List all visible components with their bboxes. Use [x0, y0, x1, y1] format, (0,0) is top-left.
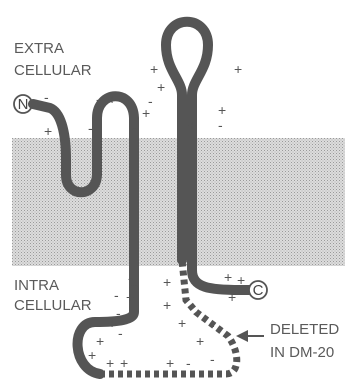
deleted-label-line2: IN DM-20	[270, 344, 334, 361]
plus-charge: +	[150, 61, 158, 77]
plus-charge: +	[163, 274, 171, 290]
minus-charge: -	[118, 325, 123, 341]
plus-charge: +	[106, 355, 114, 371]
plus-charge: +	[108, 91, 116, 107]
plus-charge: +	[224, 269, 232, 285]
plus-charge: +	[228, 289, 236, 305]
c-terminus-label: C	[253, 282, 264, 299]
minus-charge: -	[218, 117, 223, 133]
minus-charge: -	[186, 355, 191, 371]
plus-charge: +	[157, 79, 165, 95]
minus-charge: -	[210, 317, 215, 333]
plus-charge: +	[188, 117, 196, 133]
plus-charge: +	[218, 102, 226, 118]
plus-charge: +	[166, 355, 174, 371]
minus-charge: -	[128, 91, 133, 107]
deleted-label-line1: DELETED	[270, 321, 339, 338]
minus-charge: -	[210, 351, 215, 367]
minus-charge: -	[96, 91, 101, 107]
plus-charge: +	[126, 289, 134, 305]
intracellular-label-line2: CELLULAR	[14, 297, 92, 314]
minus-charge: -	[116, 305, 121, 321]
plus-charge: +	[163, 297, 171, 313]
minus-charge: -	[44, 89, 49, 105]
intracellular-label-line1: INTRA	[14, 277, 59, 294]
minus-charge: -	[128, 270, 133, 286]
plus-charge: +	[237, 272, 245, 288]
minus-charge: -	[132, 120, 137, 136]
plus-charge: +	[108, 315, 116, 331]
plus-charge: +	[88, 347, 96, 363]
deleted-arrow-head	[236, 330, 248, 342]
extracellular-label-line1: EXTRA	[14, 40, 64, 57]
plus-charge: +	[96, 333, 104, 349]
plus-charge: +	[178, 315, 186, 331]
minus-charge: -	[114, 287, 119, 303]
plus-charge: +	[120, 355, 128, 371]
extracellular-label-line2: CELLULAR	[14, 62, 92, 79]
plus-charge: +	[196, 333, 204, 349]
plus-charge: +	[44, 123, 52, 139]
n-terminus-label: N	[18, 96, 29, 113]
minus-charge: -	[88, 120, 93, 136]
minus-charge: -	[148, 93, 153, 109]
plus-charge: +	[234, 61, 242, 77]
